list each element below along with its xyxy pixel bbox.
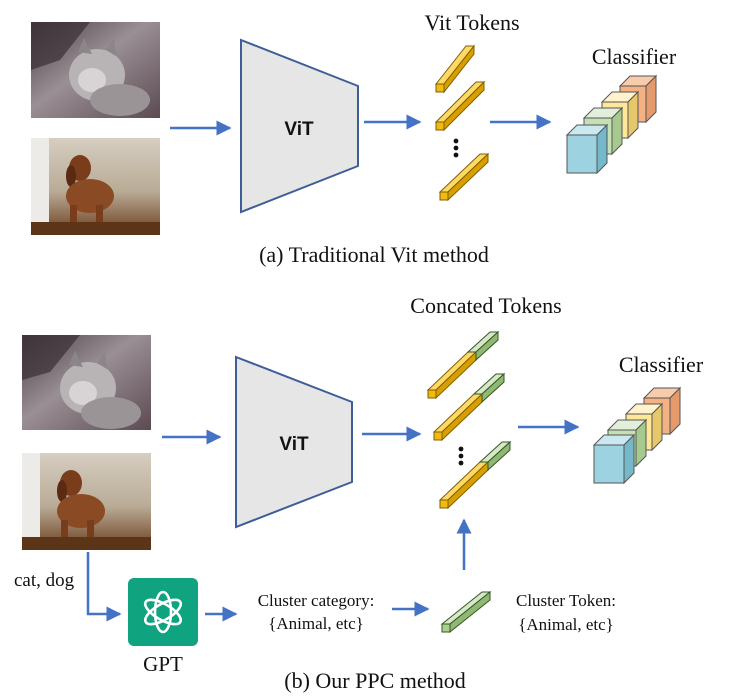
panel-a: ViT Vit Tokens	[31, 10, 677, 267]
dog-photo-a	[31, 138, 160, 235]
classifier-cubes-a	[565, 74, 658, 175]
vit-block-b: ViT	[235, 355, 353, 529]
panel-b: ViT Concated Tokens	[14, 293, 704, 693]
concated-tokens-title: Concated Tokens	[410, 293, 561, 318]
vit-tokens-a	[434, 44, 490, 202]
ellipsis-dots-b	[458, 446, 464, 466]
cluster-token	[440, 590, 492, 634]
cat-photo-b	[22, 335, 151, 430]
cat-photo-a	[31, 22, 160, 118]
vit-tokens-title: Vit Tokens	[424, 10, 519, 35]
input-labels: cat, dog	[14, 570, 75, 591]
arrow-dog-to-gpt	[86, 552, 122, 622]
caption-b: (b) Our PPC method	[284, 668, 466, 693]
vit-label-a: ViT	[284, 119, 314, 140]
concat-token-3	[438, 440, 512, 510]
gpt-label: GPT	[143, 652, 183, 676]
vit-block-a: ViT	[240, 38, 359, 214]
cube-blue-b	[592, 433, 636, 485]
cube-blue-a	[565, 123, 609, 175]
concated-tokens-b	[426, 330, 512, 510]
classifier-title-a: Classifier	[592, 44, 677, 69]
ellipsis-dots-a	[453, 138, 459, 158]
cluster-token-label: Cluster Token:	[516, 591, 616, 610]
cluster-category-values: {Animal, etc}	[268, 614, 364, 633]
cluster-token-values: {Animal, etc}	[518, 615, 614, 634]
concat-token-1	[426, 330, 500, 400]
token-1	[434, 44, 476, 94]
classifier-title-b: Classifier	[619, 352, 704, 377]
token-3	[438, 152, 490, 202]
cluster-category-label: Cluster category:	[258, 591, 375, 610]
dog-photo-b	[22, 453, 151, 550]
openai-knot-icon	[143, 590, 183, 634]
gpt-logo	[128, 578, 198, 646]
token-2	[434, 80, 486, 132]
vit-label-b: ViT	[279, 434, 309, 455]
concat-token-2	[432, 372, 506, 442]
cube-yellow-b	[624, 402, 664, 452]
caption-a: (a) Traditional Vit method	[259, 242, 489, 267]
classifier-cubes-b	[592, 386, 682, 485]
